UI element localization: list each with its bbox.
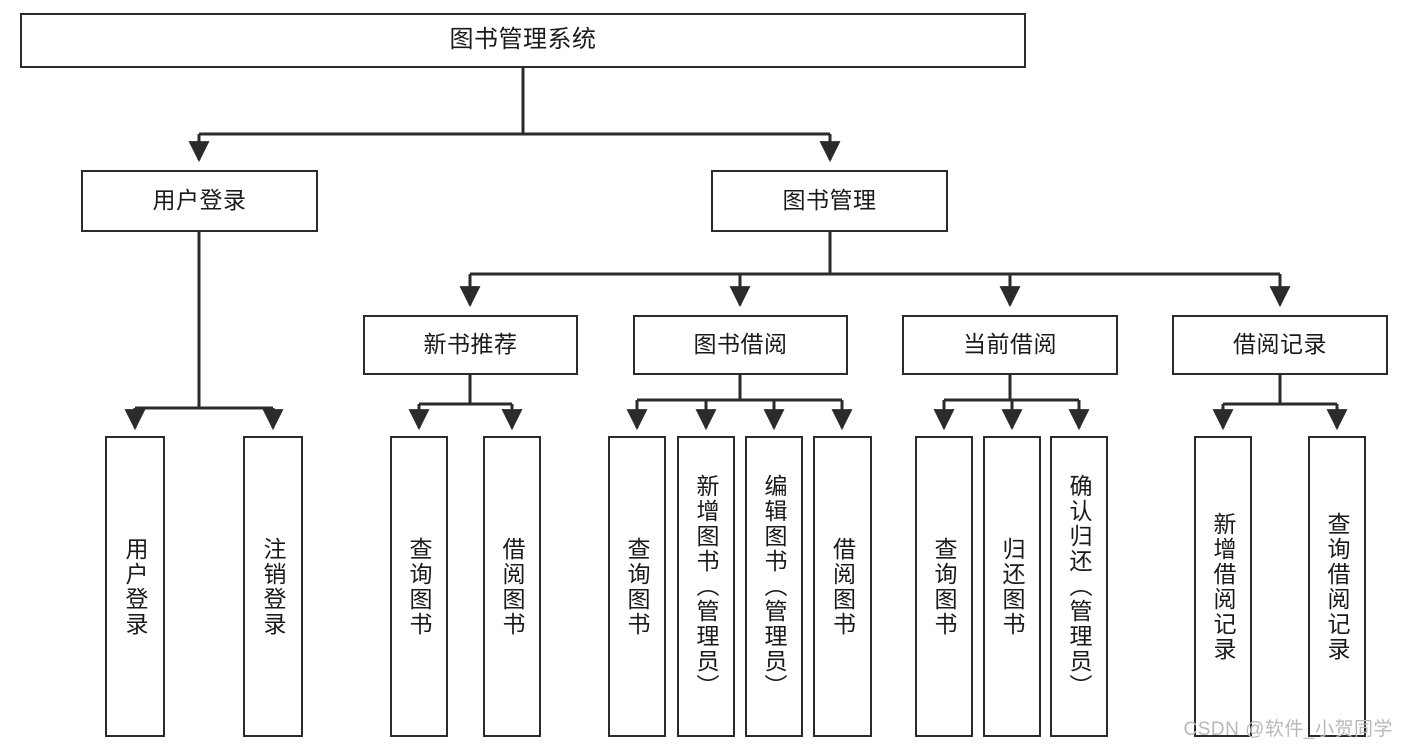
leaf-logout-login-label: 注销登录 xyxy=(260,536,287,637)
leaf-add-book[interactable]: 新增图书（管理员） xyxy=(677,436,735,737)
leaf-add-record-label: 新增借阅记录 xyxy=(1210,511,1237,662)
leaf-edit-book-label: 编辑图书（管理员） xyxy=(761,474,788,699)
leaf-query-book-2-label: 查询图书 xyxy=(624,536,651,637)
leaf-query-record[interactable]: 查询借阅记录 xyxy=(1308,436,1366,737)
leaf-user-login[interactable]: 用户登录 xyxy=(105,436,165,737)
leaf-query-book-2[interactable]: 查询图书 xyxy=(608,436,666,737)
leaf-return-book[interactable]: 归还图书 xyxy=(983,436,1041,737)
node-user-login[interactable]: 用户登录 xyxy=(81,170,318,232)
leaf-query-book-3-label: 查询图书 xyxy=(931,536,958,637)
leaf-query-book-1-label: 查询图书 xyxy=(406,536,433,637)
node-current-borrow-label: 当前借阅 xyxy=(963,331,1057,358)
leaf-borrow-book-1[interactable]: 借阅图书 xyxy=(483,436,541,737)
node-new-book-recommend[interactable]: 新书推荐 xyxy=(363,315,578,375)
node-current-borrow[interactable]: 当前借阅 xyxy=(902,315,1118,375)
node-root-label: 图书管理系统 xyxy=(449,26,597,54)
leaf-borrow-book-2[interactable]: 借阅图书 xyxy=(813,436,872,737)
leaf-logout-login[interactable]: 注销登录 xyxy=(243,436,303,737)
node-borrow-record-label: 借阅记录 xyxy=(1233,331,1327,358)
node-book-borrow[interactable]: 图书借阅 xyxy=(633,315,848,375)
leaf-query-record-label: 查询借阅记录 xyxy=(1324,511,1351,662)
node-book-borrow-label: 图书借阅 xyxy=(693,331,788,358)
leaf-return-book-label: 归还图书 xyxy=(999,536,1026,637)
leaf-confirm-return-label: 确认归还（管理员） xyxy=(1066,474,1093,699)
leaf-borrow-book-2-label: 借阅图书 xyxy=(829,536,856,637)
leaf-user-login-label: 用户登录 xyxy=(122,536,149,637)
node-book-manage[interactable]: 图书管理 xyxy=(711,170,948,232)
leaf-query-book-3[interactable]: 查询图书 xyxy=(915,436,973,737)
leaf-add-record[interactable]: 新增借阅记录 xyxy=(1194,436,1252,737)
leaf-query-book-1[interactable]: 查询图书 xyxy=(390,436,448,737)
leaf-borrow-book-1-label: 借阅图书 xyxy=(499,536,526,637)
node-root[interactable]: 图书管理系统 xyxy=(20,13,1026,68)
node-new-book-recommend-label: 新书推荐 xyxy=(423,331,518,358)
node-book-manage-label: 图书管理 xyxy=(782,187,877,214)
node-borrow-record[interactable]: 借阅记录 xyxy=(1172,315,1388,375)
watermark: CSDN @软件_小贺同学 xyxy=(1183,719,1393,740)
leaf-edit-book[interactable]: 编辑图书（管理员） xyxy=(745,436,803,737)
node-user-login-label: 用户登录 xyxy=(152,187,247,214)
leaf-confirm-return[interactable]: 确认归还（管理员） xyxy=(1050,436,1108,737)
leaf-add-book-label: 新增图书（管理员） xyxy=(693,474,720,699)
